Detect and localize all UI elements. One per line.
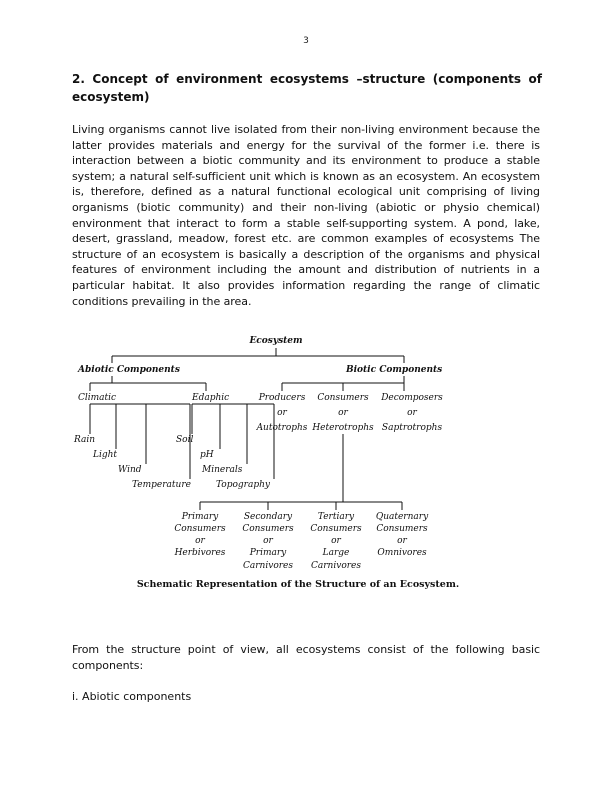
intro-paragraph: Living organisms cannot live isolated fr… [72, 123, 540, 308]
diagram-level-secondary-4: Primary [249, 548, 287, 558]
diagram-level-tertiary: Tertiary [318, 512, 355, 522]
diagram-level-quaternary: Quaternary [376, 512, 429, 522]
diagram-producers-label: Producers [258, 393, 306, 403]
structure-paragraph: From the structure point of view, all ec… [72, 643, 540, 672]
diagram-decomposers-or: or [407, 408, 417, 418]
abiotic-components-item: i. Abiotic components [72, 690, 192, 703]
diagram-level-tertiary-2: Consumers [310, 524, 362, 534]
diagram-level-secondary-3: or [263, 536, 273, 546]
diagram-level-quaternary-2: Consumers [376, 524, 428, 534]
diagram-root-label: Ecosystem [248, 336, 302, 346]
diagram-abiotic-label: Abiotic Components [77, 365, 180, 375]
diagram-level-quaternary-3: or [397, 536, 407, 546]
diagram-wind-label: Wind [118, 465, 142, 475]
diagram-caption: Schematic Representation of the Structur… [137, 579, 459, 590]
diagram-rain-label: Rain [73, 435, 95, 445]
diagram-producers-alt: Autotrophs [256, 423, 308, 433]
diagram-level-tertiary-5: Carnivores [311, 561, 361, 571]
diagram-level-quaternary-4: Omnivores [377, 548, 427, 558]
diagram-minerals-label: Minerals [201, 465, 243, 475]
diagram-light-label: Light [92, 450, 117, 460]
diagram-climatic-label: Climatic [78, 393, 116, 403]
ecosystem-structure-diagram: Ecosystem Abiotic Components Biotic Comp… [73, 336, 459, 590]
diagram-ph-label: pH [200, 450, 214, 460]
section-heading: 2. Concept of environment ecosystems –st… [72, 72, 542, 104]
diagram-consumers-alt: Heterotrophs [311, 423, 374, 433]
diagram-soil-label: Soil [176, 435, 193, 445]
diagram-level-tertiary-4: Large [322, 548, 350, 558]
page-number: 3 [303, 36, 309, 46]
diagram-decomposers-alt: Saptrotrophs [382, 423, 443, 433]
diagram-level-primary-4: Herbivores [174, 548, 226, 558]
diagram-topography-label: Topography [216, 480, 271, 490]
diagram-level-primary-3: or [195, 536, 205, 546]
diagram-level-primary: Primary [181, 512, 219, 522]
diagram-temperature-label: Temperature [132, 480, 191, 490]
diagram-biotic-label: Biotic Components [345, 365, 442, 375]
diagram-level-secondary-2: Consumers [242, 524, 294, 534]
diagram-level-tertiary-3: or [331, 536, 341, 546]
diagram-level-secondary-5: Carnivores [243, 561, 293, 571]
diagram-edaphic-label: Edaphic [191, 393, 229, 403]
diagram-producers-or: or [277, 408, 287, 418]
diagram-level-secondary: Secondary [244, 512, 293, 522]
diagram-consumers-label: Consumers [317, 393, 369, 403]
diagram-consumers-or: or [338, 408, 348, 418]
diagram-level-primary-2: Consumers [174, 524, 226, 534]
diagram-decomposers-label: Decomposers [380, 393, 443, 403]
